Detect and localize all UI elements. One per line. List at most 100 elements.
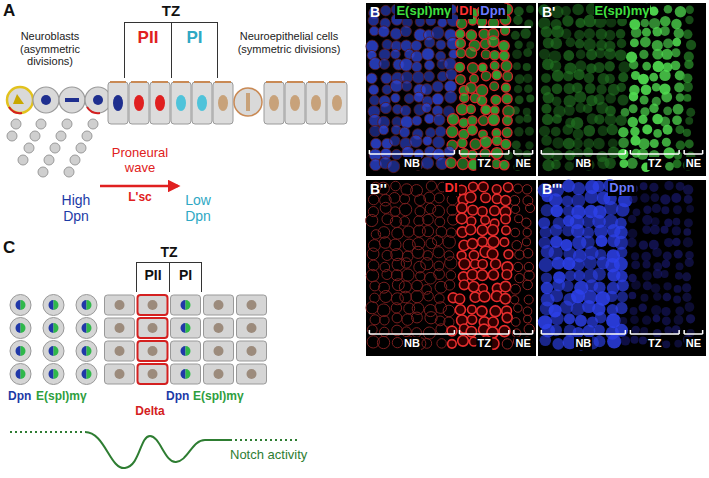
stained-cell xyxy=(443,236,455,248)
stained-cell xyxy=(379,59,390,70)
stained-cell xyxy=(675,6,686,17)
stained-cell xyxy=(593,268,606,281)
stained-cell xyxy=(672,226,681,235)
stained-cell xyxy=(371,230,380,239)
stained-cell xyxy=(423,327,435,339)
region-label: NE xyxy=(515,337,532,350)
stained-cell xyxy=(436,40,446,50)
stained-cell xyxy=(673,218,681,226)
columnar-cell xyxy=(306,82,326,124)
stained-cell xyxy=(605,114,617,126)
neuroblast xyxy=(43,295,64,316)
panel-letter: A xyxy=(3,1,15,21)
nucleus xyxy=(269,95,279,111)
stained-cell xyxy=(392,313,402,323)
stained-cell xyxy=(642,62,651,71)
stained-cell xyxy=(573,129,584,140)
stained-cell xyxy=(488,270,498,280)
stained-cell xyxy=(684,94,692,102)
stained-cell xyxy=(641,19,650,28)
wave-arrow xyxy=(100,185,178,188)
stained-cell xyxy=(640,294,648,302)
stained-cell xyxy=(455,294,465,304)
region-tick xyxy=(630,330,632,334)
esplmg-half xyxy=(54,346,59,356)
micrograph-panel: B'''NBTZNEDpn xyxy=(538,180,706,356)
columnar-cell xyxy=(171,82,191,124)
stained-cell xyxy=(379,237,391,249)
stained-cell xyxy=(513,184,522,193)
stained-cell xyxy=(686,6,694,14)
nucleus xyxy=(332,95,342,111)
micrograph-ground xyxy=(538,180,706,356)
stained-cell xyxy=(551,160,561,170)
stained-cell xyxy=(683,73,693,83)
stained-cell xyxy=(412,280,423,291)
stained-cell xyxy=(593,138,605,150)
stained-cell xyxy=(421,84,432,95)
stained-cell xyxy=(630,336,638,344)
stained-cell xyxy=(500,238,509,247)
esplmg-half xyxy=(87,300,92,310)
stained-cell xyxy=(401,258,411,268)
zone-label: PII xyxy=(144,267,161,283)
stained-cell xyxy=(481,105,491,115)
cell-type-label: Neuroblasts (asymmetric divisions) xyxy=(2,30,98,68)
region-tick xyxy=(702,330,704,334)
stained-cell xyxy=(649,7,658,16)
dpn-half xyxy=(82,323,87,333)
stained-cell xyxy=(572,182,585,195)
stained-cell xyxy=(513,62,521,70)
stained-cell xyxy=(510,296,518,304)
panel-letter: B' xyxy=(542,4,555,20)
esplmg-half xyxy=(54,369,59,379)
stained-cell xyxy=(468,116,477,125)
stained-cell xyxy=(424,192,435,203)
region-bar xyxy=(684,153,702,155)
stained-cell xyxy=(575,315,587,327)
stained-cell xyxy=(504,183,513,192)
dpn-half xyxy=(16,369,21,379)
notch-curve-dotted xyxy=(230,439,300,441)
stained-cell xyxy=(550,289,563,302)
stained-cell xyxy=(371,138,382,149)
stained-cell xyxy=(501,83,510,92)
stained-cell xyxy=(520,28,530,38)
stained-cell xyxy=(437,339,446,348)
stained-cell xyxy=(641,84,652,95)
stained-cell xyxy=(552,70,564,82)
region-tick xyxy=(513,330,515,334)
zone-title: TZ xyxy=(160,244,177,260)
stained-cell xyxy=(522,185,531,194)
stained-cell xyxy=(585,190,599,204)
stained-cell xyxy=(640,95,649,104)
stained-cell xyxy=(422,103,432,113)
stained-cell xyxy=(649,183,658,192)
zone-title: TZ xyxy=(162,2,180,19)
stained-cell xyxy=(378,26,389,37)
stained-cell xyxy=(650,225,660,235)
stained-cell xyxy=(501,214,510,223)
stained-cell xyxy=(572,258,585,271)
stained-cell xyxy=(595,312,607,324)
stained-cell xyxy=(422,285,432,295)
neuroblast xyxy=(10,318,31,339)
stained-cell xyxy=(675,272,683,280)
region-bar xyxy=(541,153,625,155)
stained-cell xyxy=(467,239,477,249)
stained-cell xyxy=(583,138,594,149)
stained-cell xyxy=(674,82,684,92)
stained-cell xyxy=(500,281,510,291)
region-tick xyxy=(508,330,510,334)
stained-cell xyxy=(563,50,574,61)
stained-cell xyxy=(392,258,404,270)
micrograph-ground xyxy=(366,3,536,176)
dpn-half xyxy=(181,323,186,333)
neuroblast xyxy=(43,318,64,339)
stained-cell xyxy=(469,251,478,260)
stained-cell xyxy=(682,293,691,302)
stained-cell xyxy=(564,105,575,116)
stained-cell xyxy=(399,203,411,215)
stained-cell xyxy=(502,226,511,235)
stained-cell xyxy=(399,127,409,137)
